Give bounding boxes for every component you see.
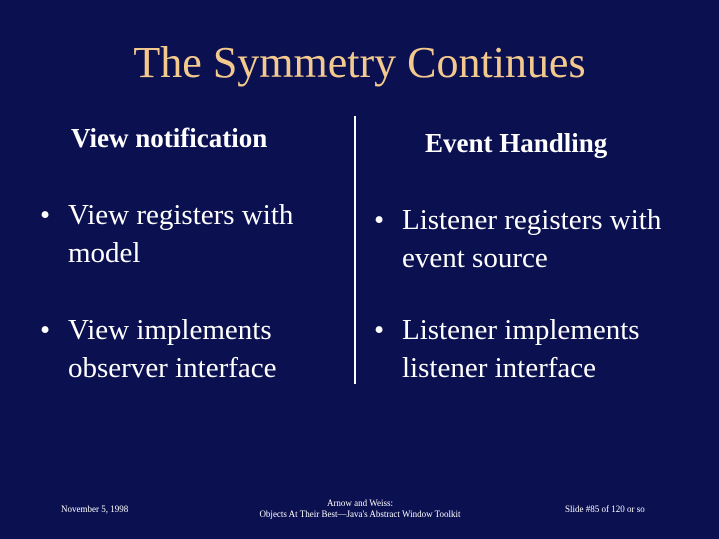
column-divider [354, 116, 356, 384]
footer-authors: Arnow and Weiss: [326, 498, 394, 508]
left-bullet-item: • View implements observer interface [40, 311, 340, 391]
left-column-heading: View notification [71, 123, 268, 153]
footer-slide-number: Slide #85 of 120 or so [565, 504, 645, 514]
right-bullet-text: Listener registers with event source [402, 204, 662, 274]
slide-title: The Symmetry Continues [133, 38, 586, 87]
bullet-icon: • [374, 314, 385, 346]
footer-course: Objects At Their Best—Java's Abstract Wi… [259, 509, 461, 519]
footer-credits: Arnow and Weiss: Objects At Their Best—J… [200, 498, 520, 520]
right-bullet-item: • Listener registers with event source [374, 201, 694, 281]
bullet-icon: • [40, 199, 51, 231]
left-bullet-text: View registers with model [68, 199, 294, 269]
left-bullet-text: View implements observer interface [68, 314, 277, 384]
bullet-icon: • [374, 204, 385, 236]
right-bullet-text: Listener implements listener interface [402, 314, 640, 384]
right-bullet-item: • Listener implements listener interface [374, 311, 694, 391]
footer-date: November 5, 1998 [61, 504, 129, 514]
bullet-icon: • [40, 314, 51, 346]
right-column-heading: Event Handling [425, 128, 608, 158]
left-bullet-item: • View registers with model [40, 196, 340, 276]
